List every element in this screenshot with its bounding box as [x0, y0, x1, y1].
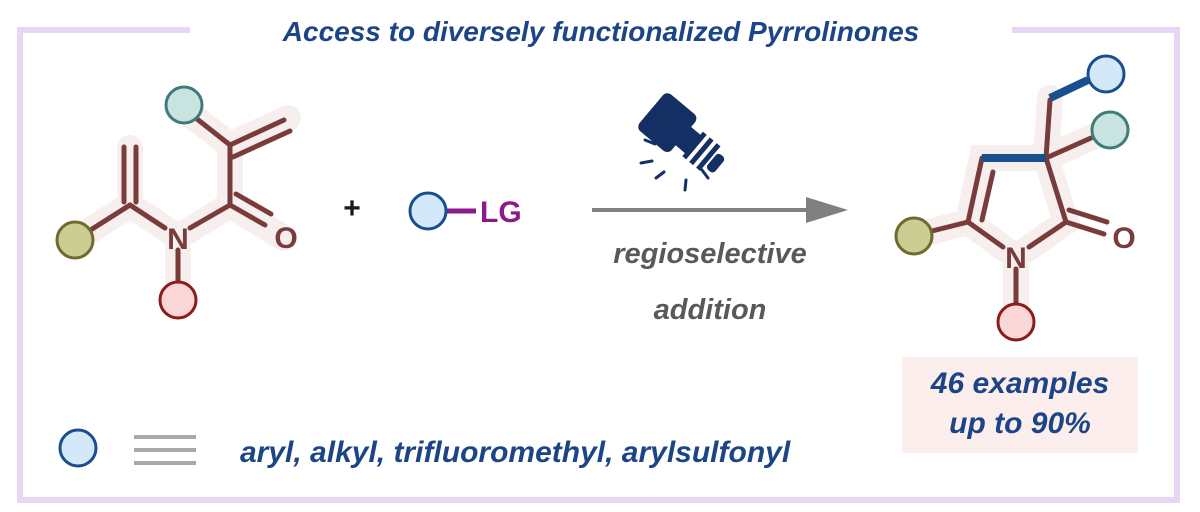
product-molecule: N O	[894, 54, 1136, 342]
light-lamp-icon	[638, 93, 725, 192]
reactant-O-label: O	[274, 222, 297, 255]
product-teal-substituent	[1090, 110, 1130, 150]
teal-substituent	[164, 85, 204, 125]
blue-substituent	[408, 191, 448, 231]
plus-sign: +	[343, 192, 361, 225]
reagent: LG	[408, 191, 522, 231]
condition-line-1: regioselective	[613, 238, 807, 270]
yield-examples: 46 examples	[930, 367, 1110, 400]
product-red-substituent	[996, 302, 1036, 342]
reaction-arrow-head	[806, 197, 848, 223]
reactant-molecule: N O	[55, 85, 301, 320]
condition-line-2: addition	[653, 294, 767, 326]
product-olive-substituent	[894, 216, 934, 256]
yield-percent: up to 90%	[949, 407, 1091, 440]
legend-blue-circle	[58, 428, 98, 468]
product-blue-substituent	[1086, 54, 1126, 94]
legend-text: aryl, alkyl, trifluoromethyl, arylsulfon…	[240, 436, 791, 469]
olive-substituent	[55, 220, 95, 260]
product-O-label: O	[1112, 222, 1135, 255]
scheme-title: Access to diversely functionalized Pyrro…	[190, 12, 1012, 52]
yield-box: 46 examples up to 90%	[902, 357, 1138, 453]
red-substituent	[158, 280, 198, 320]
reactant-N-label: N	[167, 223, 189, 256]
equivalent-icon	[134, 435, 196, 465]
product-N-label: N	[1005, 242, 1027, 275]
leaving-group-label: LG	[480, 196, 522, 229]
